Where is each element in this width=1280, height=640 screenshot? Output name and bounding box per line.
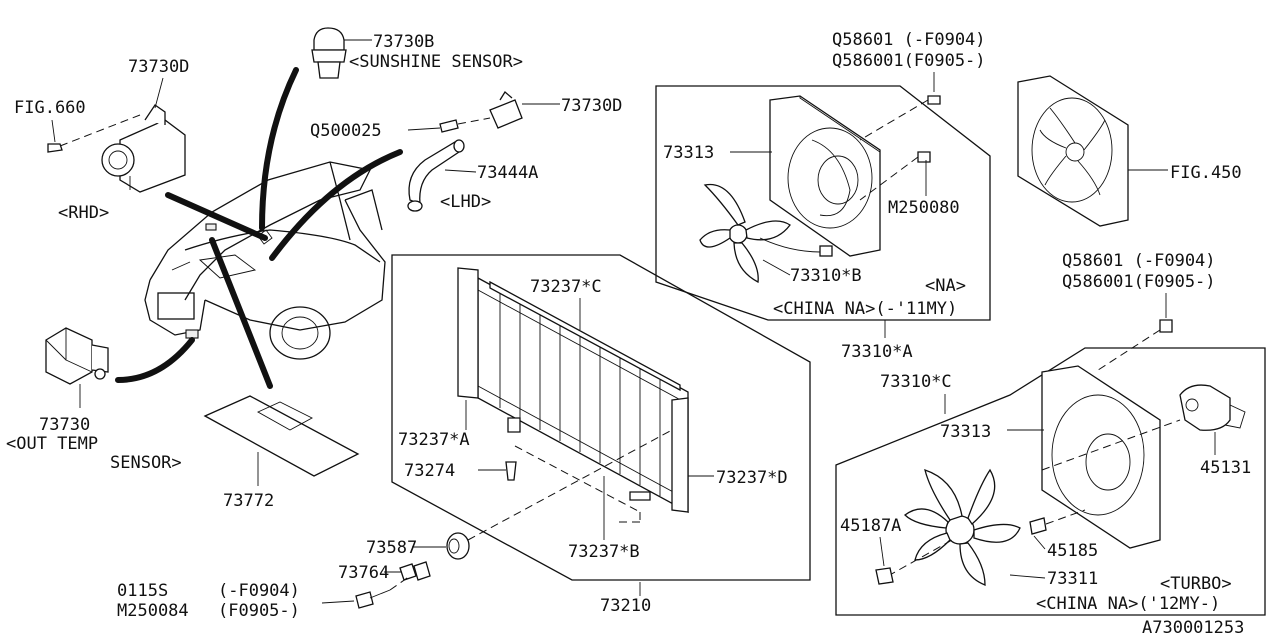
label-73210: 73210 — [600, 596, 651, 616]
label-73310c: 73310*C — [880, 372, 952, 392]
label-73587: 73587 — [366, 538, 417, 558]
sensor-73730d-rhd — [47, 104, 186, 193]
label-china-na-12my: <CHINA NA>('12MY-) — [1036, 594, 1220, 614]
label-73311: 73311 — [1047, 569, 1098, 589]
sensor-73730d-lhd — [439, 91, 560, 133]
sunshine-sensor — [311, 27, 372, 79]
label-rhd: <RHD> — [58, 203, 109, 223]
label-73237d: 73237*D — [716, 468, 788, 488]
label-out-temp: <OUT TEMP — [6, 434, 98, 454]
sunshine-sensor-mount — [205, 223, 217, 231]
label-45131: 45131 — [1200, 458, 1251, 478]
label-73237c: 73237*C — [530, 277, 602, 297]
fan-assembly-turbo-frame — [835, 347, 1266, 616]
label-q586001-top: Q586001(F0905-) — [832, 51, 986, 71]
label-m250084: M250084 — [117, 601, 189, 621]
label-na: <NA> — [925, 276, 966, 296]
label-china-na-11my: <CHINA NA>(-'11MY) — [773, 299, 957, 319]
fan-assembly-na-frame — [655, 85, 991, 321]
label-73444a: 73444A — [477, 163, 538, 183]
fan-shroud-73313-na — [769, 95, 941, 257]
label-73313-bottom: 73313 — [940, 422, 991, 442]
label-73274: 73274 — [404, 461, 455, 481]
label-73730b: 73730B — [373, 32, 434, 52]
label-0115s: 0115S — [117, 581, 168, 601]
pad-73772 — [203, 395, 360, 486]
fan-73310b — [699, 183, 833, 284]
out-temp-sensor-mount — [185, 329, 199, 339]
label-73237b: 73237*B — [568, 542, 640, 562]
label-turbo: <TURBO> — [1160, 574, 1232, 594]
label-lhd: <LHD> — [440, 192, 491, 212]
label-m250080: M250080 — [888, 198, 960, 218]
label-73730: 73730 — [39, 415, 90, 435]
label-q500025: Q500025 — [310, 121, 382, 141]
hose-73444a — [407, 139, 477, 212]
fan-73311 — [875, 468, 1021, 586]
label-45187a: 45187A — [840, 516, 901, 536]
label-73310a: 73310*A — [841, 342, 913, 362]
label-73730d-left: 73730D — [128, 57, 189, 77]
label-f0905: (F0905-) — [218, 601, 300, 621]
mount-parts — [355, 429, 673, 609]
label-fig450: FIG.450 — [1170, 163, 1242, 183]
label-73237a: 73237*A — [398, 430, 470, 450]
label-73772: 73772 — [223, 491, 274, 511]
condenser-frame — [391, 254, 811, 581]
label-73730d-right: 73730D — [561, 96, 622, 116]
out-temp-sensor — [45, 327, 109, 408]
label-f0904: (-F0904) — [218, 581, 300, 601]
label-73764: 73764 — [338, 563, 389, 583]
label-73310b: 73310*B — [790, 266, 862, 286]
label-sunshine-sensor: <SUNSHINE SENSOR> — [349, 52, 523, 72]
label-73313-top: 73313 — [663, 143, 714, 163]
label-q586001-right: Q586001(F0905-) — [1062, 272, 1216, 292]
fan-assembly-fig450 — [1017, 75, 1168, 227]
diagram-id: A730001253 — [1142, 618, 1244, 638]
label-45185: 45185 — [1047, 541, 1098, 561]
label-sensor: SENSOR> — [110, 453, 182, 473]
fan-shroud-73313-turbo — [1029, 365, 1246, 549]
label-q58601-right: Q58601 (-F0904) — [1062, 251, 1216, 271]
label-fig660: FIG.660 — [14, 98, 86, 118]
condenser-73210 — [457, 267, 689, 523]
label-q58601-top: Q58601 (-F0904) — [832, 30, 986, 50]
